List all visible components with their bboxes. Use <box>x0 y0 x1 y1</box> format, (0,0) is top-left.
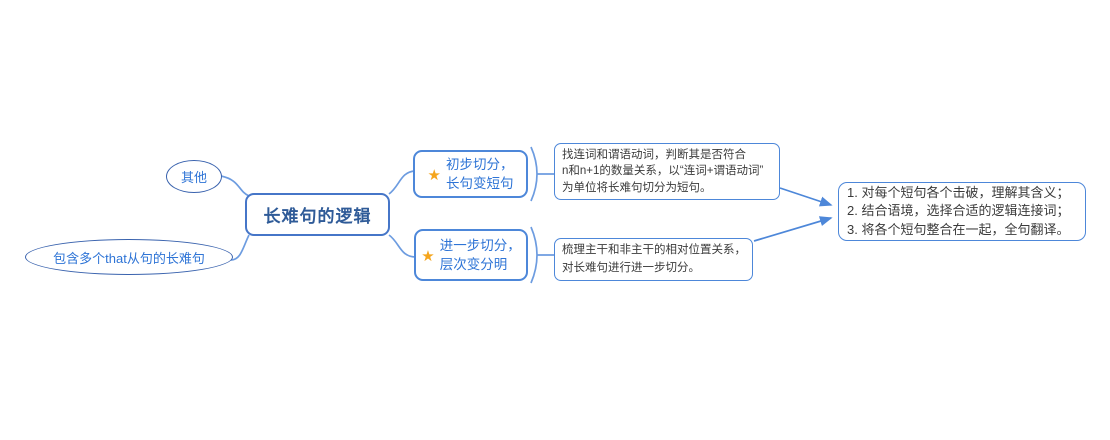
star-icon: ★ <box>421 247 435 265</box>
note-step2-line2: 对长难句进行进一步切分。 <box>562 261 700 274</box>
note-step1-line3: 为单位将长难句切分为短句。 <box>562 181 712 194</box>
arrow-note2-summary <box>753 216 833 242</box>
summary-line2: 2. 结合语境，选择合适的逻辑连接词； <box>847 203 1070 219</box>
node-step2-label: 进一步切分， 层次变分明 <box>440 236 521 274</box>
note-step2[interactable]: 梳理主干和非主干的相对位置关系， 对长难句进行进一步切分。 <box>554 238 753 281</box>
node-other-label: 其他 <box>180 170 207 185</box>
node-step2-line2: 层次变分明 <box>439 257 508 272</box>
node-root[interactable]: 长难句的逻辑 <box>245 193 390 236</box>
brace-step2 <box>530 226 538 284</box>
note-step2-line1: 梳理主干和非主干的相对位置关系， <box>562 244 746 256</box>
node-step1-line2: 长句变短句 <box>445 176 514 191</box>
node-that-clause-label: 包含多个that从句的长难句 <box>53 250 205 266</box>
note-step1-line1: 找连词和谓语动词，判断其是否符合 <box>562 148 746 161</box>
connector-root-that <box>230 234 250 261</box>
node-step1[interactable]: ★ 初步切分， 长句变短句 <box>413 150 528 198</box>
brace-step1 <box>530 146 538 202</box>
summary-line3: 3. 将各个短句整合在一起，全句翻译。 <box>847 221 1070 237</box>
node-step1-line1: 初步切分， <box>445 157 514 172</box>
node-step2-line1: 进一步切分， <box>439 238 521 253</box>
summary-box[interactable]: 1. 对每个短句各个击破，理解其含义； 2. 结合语境，选择合适的逻辑连接词； … <box>838 182 1086 241</box>
node-other[interactable]: 其他 <box>166 160 222 193</box>
node-step1-label: 初步切分， 长句变短句 <box>446 155 514 193</box>
connector-root-step2 <box>388 234 417 258</box>
star-icon: ★ <box>427 166 441 184</box>
node-root-label: 长难句的逻辑 <box>263 207 372 226</box>
node-that-clause[interactable]: 包含多个that从句的长难句 <box>25 239 233 275</box>
arrow-note1-summary <box>779 187 833 207</box>
connector-root-other <box>220 175 250 197</box>
connector-root-step1 <box>388 170 416 195</box>
note-step1[interactable]: 找连词和谓语动词，判断其是否符合 n和n+1的数量关系，以“连词+谓语动词” 为… <box>554 143 780 200</box>
note-step1-line2: n和n+1的数量关系，以“连词+谓语动词” <box>562 165 764 178</box>
node-step2[interactable]: ★ 进一步切分， 层次变分明 <box>414 229 528 281</box>
summary-line1: 1. 对每个短句各个击破，理解其含义； <box>847 184 1070 200</box>
